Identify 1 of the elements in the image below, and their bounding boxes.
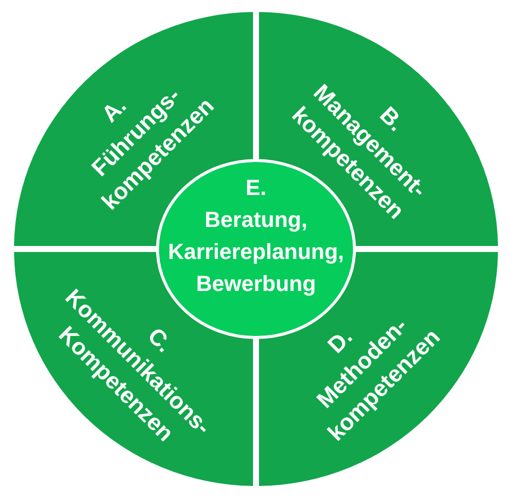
center-letter: E.: [246, 174, 266, 202]
